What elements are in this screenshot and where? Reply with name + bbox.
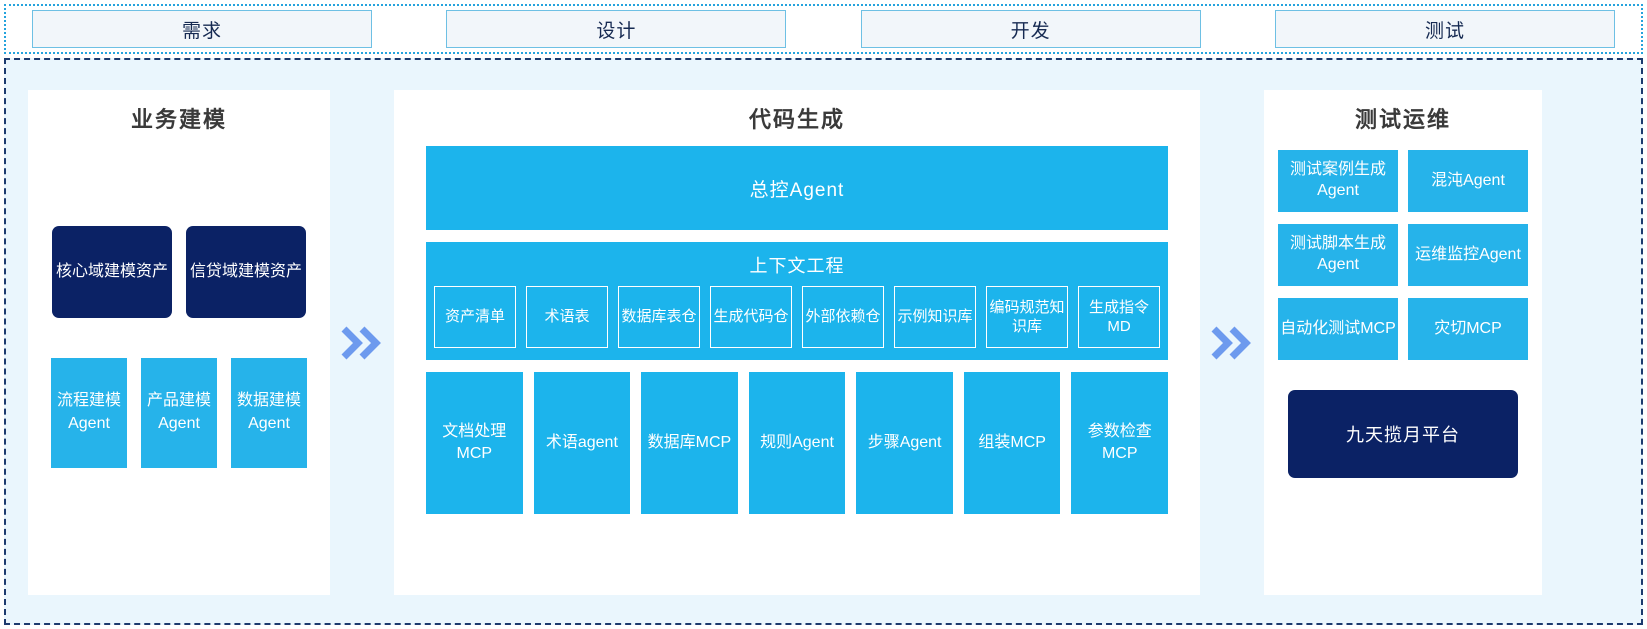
context-item-example-knowledge-base[interactable]: 示例知识库 [894, 286, 976, 348]
tool-card-database-mcp[interactable]: 数据库MCP [641, 372, 738, 514]
context-item-label: 数据库表仓 [621, 308, 697, 326]
ops-card-label: 运维监控Agent [1415, 245, 1521, 263]
tool-card-assembly-mcp[interactable]: 组装MCP [963, 372, 1061, 514]
platform-card-label: 九天揽月平台 [1346, 425, 1460, 445]
context-item-list: 资产清单 术语表 数据库表仓 生成代码仓 外部依赖仓 示例知 [434, 286, 1160, 348]
context-item-external-dependency-repo[interactable]: 外部依赖仓 [802, 286, 884, 348]
phase-box-testing[interactable]: 测试 [1274, 10, 1615, 48]
modeling-asset-row: 核心域建模资产 信贷域建模资产 [52, 225, 306, 318]
ops-card-grid: 测试案例生成Agent 混沌Agent 测试脚本生成Agent 运维监控Agen… [1278, 150, 1528, 360]
business-modeling-body: 核心域建模资产 信贷域建模资产 流程建模Agent 产品建模Agent 数据建模… [42, 142, 316, 581]
ops-card-label: 灾切MCP [1434, 319, 1502, 337]
tool-card-document-processing-mcp[interactable]: 文档处理MCP [426, 372, 523, 514]
ops-card-ops-monitoring-agent[interactable]: 运维监控Agent [1408, 224, 1528, 286]
phase-box-development[interactable]: 开发 [860, 10, 1201, 48]
tool-card-parameter-check-mcp[interactable]: 参数检查MCP [1071, 372, 1169, 514]
asset-card-label: 信贷域建模资产 [190, 262, 303, 280]
tool-card-step-agent[interactable]: 步骤Agent [856, 372, 953, 514]
phase-box-requirements[interactable]: 需求 [32, 10, 372, 48]
panel-code-generation: 代码生成 总控Agent 上下文工程 资产清单 术语表 数据库表仓 [394, 90, 1200, 595]
asset-card-core-domain[interactable]: 核心域建模资产 [52, 225, 172, 318]
context-item-generated-code-repo[interactable]: 生成代码仓 [710, 286, 792, 348]
tool-card-label: 规则Agent [760, 434, 834, 452]
phase-strip: 需求 设计 开发 测试 [4, 4, 1643, 54]
asset-card-label: 核心域建模资产 [56, 262, 169, 280]
code-generation-body: 总控Agent 上下文工程 资产清单 术语表 数据库表仓 生成代码仓 [408, 142, 1186, 581]
ops-card-chaos-agent[interactable]: 混沌Agent [1408, 150, 1528, 212]
context-item-label: 术语表 [544, 308, 590, 326]
ops-card-label: 测试案例生成Agent [1289, 161, 1386, 199]
agent-card-label: 产品建模Agent [146, 392, 211, 432]
tool-card-label: 文档处理MCP [442, 423, 507, 462]
agent-card-label: 数据建模Agent [236, 392, 301, 432]
context-item-label: 生成代码仓 [713, 308, 789, 326]
tool-card-row: 文档处理MCP 术语agent 数据库MCP 规则Agent 步骤Agent 组… [426, 372, 1169, 514]
phase-label: 需求 [181, 20, 222, 42]
panel-title: 代码生成 [748, 107, 845, 132]
banner-label: 总控Agent [749, 179, 845, 201]
panel-test-operations: 测试运维 测试案例生成Agent 混沌Agent 测试脚本生成Agent 运维监… [1264, 90, 1542, 595]
double-chevron-right-icon [330, 90, 394, 595]
tool-card-label: 术语agent [545, 434, 618, 452]
ops-card-test-script-generation-agent[interactable]: 测试脚本生成Agent [1278, 224, 1398, 286]
agent-card-process-modeling[interactable]: 流程建模Agent [51, 357, 127, 468]
modeling-agent-row: 流程建模Agent 产品建模Agent 数据建模Agent [51, 357, 307, 468]
context-item-glossary[interactable]: 术语表 [526, 286, 608, 348]
context-item-label: 资产清单 [444, 308, 505, 326]
context-engineering-title: 上下文工程 [749, 256, 845, 276]
platform-card-jiutian-lanyue[interactable]: 九天揽月平台 [1288, 390, 1518, 478]
ops-card-automated-test-mcp[interactable]: 自动化测试MCP [1278, 298, 1398, 360]
test-operations-body: 测试案例生成Agent 混沌Agent 测试脚本生成Agent 运维监控Agen… [1278, 142, 1528, 581]
ops-card-test-case-generation-agent[interactable]: 测试案例生成Agent [1278, 150, 1398, 212]
context-item-label: 示例知识库 [897, 308, 973, 326]
double-chevron-right-icon [1200, 90, 1264, 595]
phase-label: 测试 [1424, 20, 1465, 42]
tool-card-label: 步骤Agent [867, 434, 942, 452]
tool-card-label: 组装MCP [978, 434, 1046, 452]
tool-card-label: 参数检查MCP [1087, 423, 1152, 462]
context-item-coding-standard-knowledge-base[interactable]: 编码规范知识库 [986, 286, 1068, 348]
context-item-generation-instruction-md[interactable]: 生成指令MD [1078, 286, 1160, 348]
tool-card-label: 数据库MCP [647, 434, 732, 452]
panel-title: 业务建模 [130, 107, 227, 132]
tool-card-rule-agent[interactable]: 规则Agent [748, 372, 846, 514]
agent-card-data-modeling[interactable]: 数据建模Agent [231, 357, 307, 468]
phase-label: 设计 [596, 20, 637, 42]
context-item-label: 生成指令MD [1088, 298, 1149, 336]
context-engineering-block: 上下文工程 资产清单 术语表 数据库表仓 生成代码仓 外部依赖仓 [426, 242, 1168, 360]
context-item-db-table-repo[interactable]: 数据库表仓 [618, 286, 700, 348]
context-item-label: 外部依赖仓 [805, 308, 881, 326]
panel-business-modeling: 业务建模 核心域建模资产 信贷域建模资产 流程建模Agent 产品建模Agent… [28, 90, 330, 595]
tool-card-glossary-agent[interactable]: 术语agent [533, 372, 631, 514]
asset-card-credit-domain[interactable]: 信贷域建模资产 [186, 225, 306, 318]
ops-card-disaster-switch-mcp[interactable]: 灾切MCP [1408, 298, 1528, 360]
agent-card-label: 流程建模Agent [56, 392, 121, 432]
architecture-board: 业务建模 核心域建模资产 信贷域建模资产 流程建模Agent 产品建模Agent… [4, 58, 1643, 625]
context-item-asset-inventory[interactable]: 资产清单 [434, 286, 516, 348]
phase-box-design[interactable]: 设计 [446, 10, 787, 48]
phase-label: 开发 [1010, 20, 1051, 42]
ops-card-label: 测试脚本生成Agent [1289, 235, 1386, 273]
context-item-label: 编码规范知识库 [989, 298, 1065, 336]
panel-title: 测试运维 [1354, 107, 1451, 132]
master-control-agent-banner[interactable]: 总控Agent [426, 146, 1168, 230]
ops-card-label: 混沌Agent [1431, 171, 1505, 189]
ops-card-label: 自动化测试MCP [1280, 319, 1396, 337]
agent-card-product-modeling[interactable]: 产品建模Agent [141, 357, 217, 468]
